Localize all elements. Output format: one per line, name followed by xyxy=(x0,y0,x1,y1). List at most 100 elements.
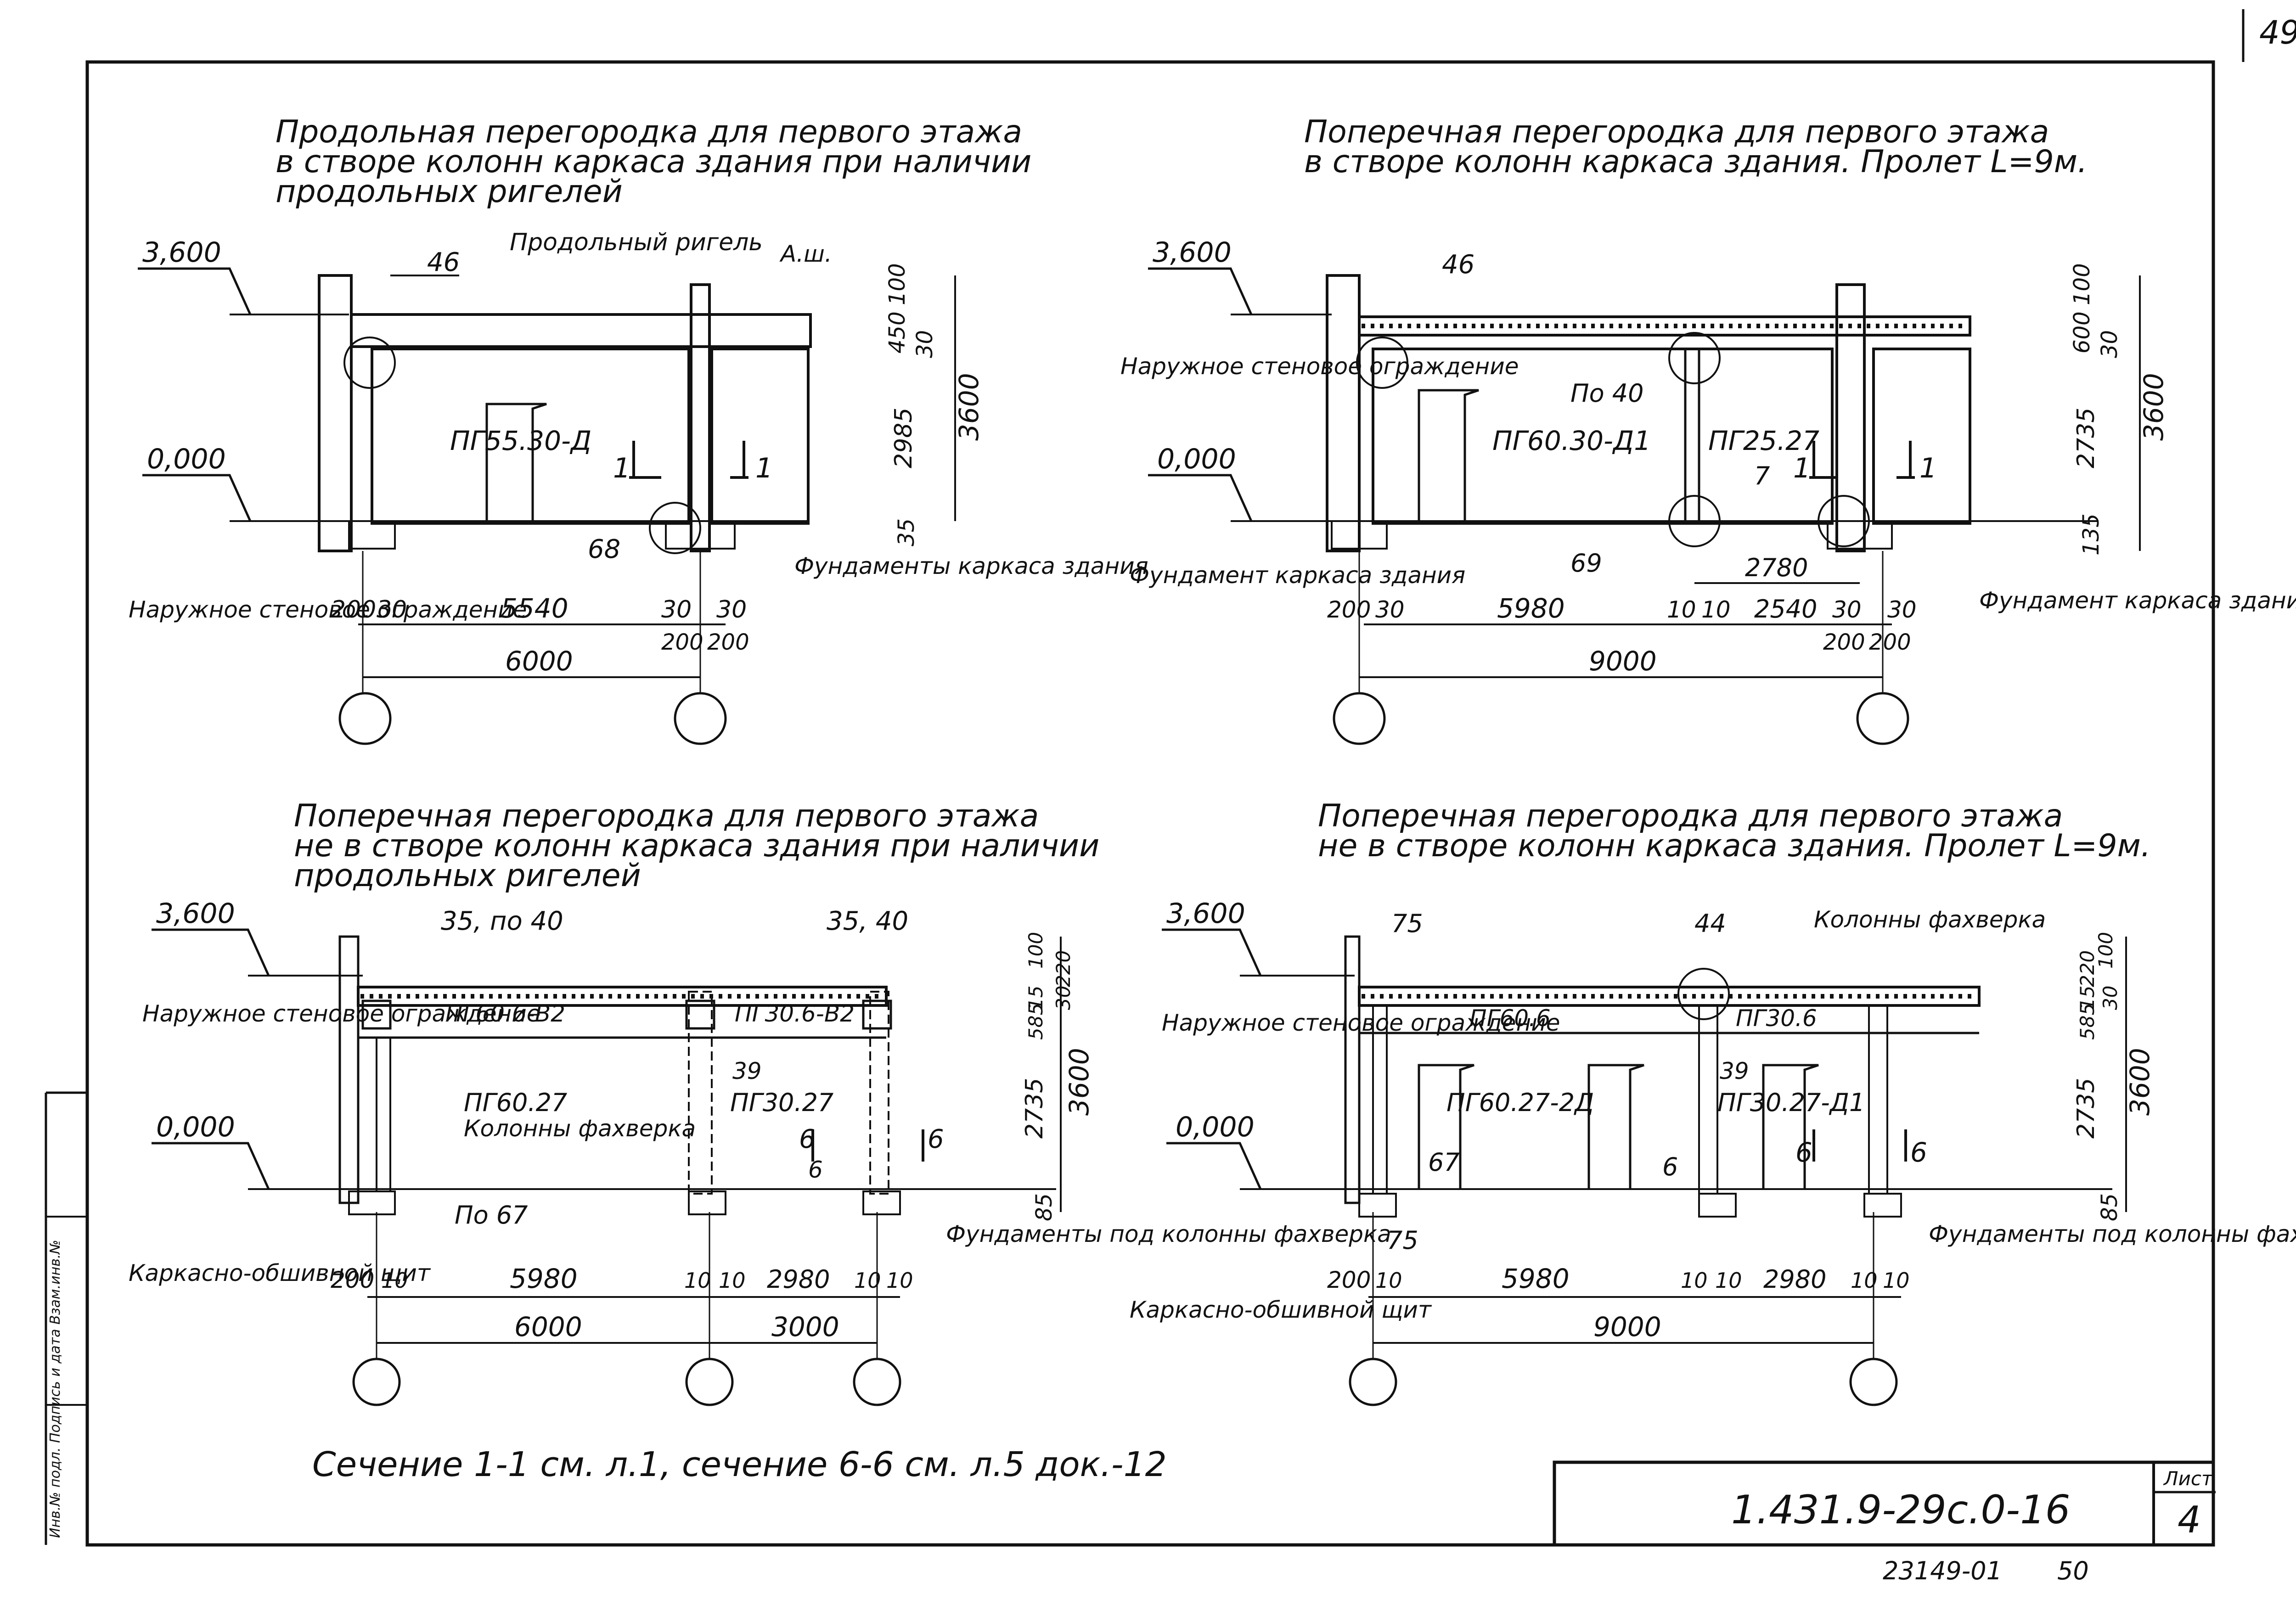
panel3-dim-v-220: 220 xyxy=(1052,950,1075,987)
panel2-dim-10b: 10 xyxy=(1701,596,1731,623)
panel2-dim-10a: 10 xyxy=(1667,596,1696,623)
panel4-level-zero: 0,000 xyxy=(1176,1111,1255,1143)
panel2-dim-2540: 2540 xyxy=(1754,595,1817,623)
panel4-dim-5980: 5980 xyxy=(1502,1263,1570,1294)
panel3-dim-10a: 10 xyxy=(381,1268,408,1293)
sheet-number: 4 xyxy=(2178,1499,2201,1541)
panel2-title-line2: в створе колонн каркаса здания. Пролет L… xyxy=(1304,144,2088,180)
panel2-dim-9000: 9000 xyxy=(1589,646,1657,677)
panel3-section-right: 6 xyxy=(928,1124,944,1154)
panel4-title-line1: Поперечная перегородка для первого этажа xyxy=(1318,798,2063,834)
panel-transverse-partition-off-axis-9m: Поперечная перегородка для первого этажа… xyxy=(1130,798,2296,1406)
panel1-dim-200c: 200 xyxy=(707,629,749,655)
panel1-dim-30a: 30 xyxy=(377,596,407,623)
corner-number: 49 xyxy=(2259,14,2296,51)
panel4-dim-10e: 10 xyxy=(1883,1268,1910,1293)
panel3-dim-v-2735: 2735 xyxy=(1021,1078,1048,1139)
panel4-partition-b: ПГ30.6 xyxy=(1736,1005,1817,1032)
panel4-dim-10b: 10 xyxy=(1681,1268,1708,1293)
panel1-section-left: 1 xyxy=(613,452,630,484)
panel4-dim-2980: 2980 xyxy=(1763,1265,1826,1294)
panel3-callout-po67: По 67 xyxy=(455,1201,528,1229)
panel1-title-line3: продольных ригелей xyxy=(276,174,623,210)
panel3-dim-3000: 3000 xyxy=(771,1311,839,1342)
panel2-section-left: 1 xyxy=(1793,452,1811,484)
panel1-dim-6000: 6000 xyxy=(505,646,573,677)
panel2-level-top: 3,600 xyxy=(1153,236,1232,269)
panel4-partition-d: ПГ30.27-Д1 xyxy=(1717,1088,1865,1117)
panel4-dim-10c: 10 xyxy=(1715,1268,1742,1293)
footer-page: 50 xyxy=(2057,1556,2089,1585)
panel1-section-right: 1 xyxy=(755,452,773,484)
panel1-level-zero: 0,000 xyxy=(147,443,226,475)
panel3-title-line2: не в створе колонн каркаса здания при на… xyxy=(294,828,1099,864)
panel2-callout-69: 69 xyxy=(1570,549,1602,578)
panel3-title-line1: Поперечная перегородка для первого этажа xyxy=(294,798,1039,834)
panel2-dim-v-135: 135 xyxy=(2078,513,2104,556)
panel3-callout-35-po40: 35, по 40 xyxy=(441,906,563,936)
panel4-partition-a: ПГ60.6 xyxy=(1469,1005,1551,1032)
sheet-label: Лист xyxy=(2163,1467,2213,1490)
panel3-partition-c: ПГ60.27 xyxy=(464,1088,567,1117)
panel3-axis-bubble-a xyxy=(352,1358,401,1406)
panel2-dim-v-2735: 2735 xyxy=(2072,408,2100,468)
panel2-partition-a: ПГ60.30-Д1 xyxy=(1492,425,1651,456)
panel3-partition-d: ПГ30.27 xyxy=(730,1088,833,1117)
panel1-dim-v-100: 100 xyxy=(884,263,910,305)
panel3-partition-a: ПГ60.6-В2 xyxy=(445,1000,565,1027)
panel2-partition-b: ПГ25.27 xyxy=(1708,425,1819,456)
panel3-dim-v-100: 100 xyxy=(1024,932,1047,969)
panel-transverse-partition-off-axis: Поперечная перегородка для первого этажа… xyxy=(129,798,1391,1406)
panel2-dim-v-30: 30 xyxy=(2097,330,2122,358)
panel2-section-right: 1 xyxy=(1919,452,1937,484)
panel2-dim-30b: 30 xyxy=(1832,596,1862,623)
panel3-callout-39: 39 xyxy=(732,1058,762,1084)
panel3-dim-5980: 5980 xyxy=(510,1263,578,1294)
panel1-dim-200b: 200 xyxy=(661,629,703,655)
panel3-dim-10b: 10 xyxy=(684,1268,711,1293)
panel3-dim-6000: 6000 xyxy=(514,1311,582,1342)
panel1-dim-200: 200 xyxy=(331,596,376,623)
panel3-title-line3: продольных ригелей xyxy=(294,858,641,894)
sheet-frame: 49 Инв.№ подл. Подпись и дата Взам.инв.№… xyxy=(45,9,2296,1585)
panel1-axis-bubble-a xyxy=(338,692,392,745)
panel2-dim-v-600: 600 xyxy=(2069,311,2095,354)
panel3-dim-10e: 10 xyxy=(886,1268,913,1293)
panel4-label-shield: Каркасно-обшивной щит xyxy=(1130,1297,1432,1323)
panel4-dim-v-30: 30 xyxy=(2099,986,2122,1010)
panel4-dim-v-585: 585 xyxy=(2076,1003,2099,1040)
panel1-callout-ash: А.ш. xyxy=(779,241,832,267)
panel-transverse-partition-9m: Поперечная перегородка для первого этажа… xyxy=(1120,114,2296,745)
panel3-label-foundation: Фундаменты под колонны фахверка xyxy=(946,1221,1391,1247)
panel3-dim-v-3600: 3600 xyxy=(1064,1048,1095,1116)
footer-number: 23149-01 xyxy=(1883,1556,2002,1585)
panel3-partition-b: ПГ30.6-В2 xyxy=(735,1000,855,1027)
panel3-label-wall: Наружное стеновое ограждение xyxy=(142,1000,540,1027)
panel4-dim-9000: 9000 xyxy=(1593,1311,1661,1342)
panel3-level-top: 3,600 xyxy=(156,898,235,930)
panel3-dim-v-15: 15 xyxy=(1024,986,1047,1010)
panel1-label-foundation: Фундаменты каркаса здания xyxy=(794,553,1148,579)
panel4-dim-10a: 10 xyxy=(1375,1268,1402,1293)
panel3-section-left: 6 xyxy=(799,1124,816,1154)
panel2-callout-46: 46 xyxy=(1442,250,1474,280)
panel3-dim-200: 200 xyxy=(331,1267,374,1293)
panel1-callout-46: 46 xyxy=(427,247,460,277)
panel1-dim-v-2985: 2985 xyxy=(890,408,917,468)
panel3-level-zero: 0,000 xyxy=(156,1111,235,1143)
panel1-partition: ПГ55.30-Д xyxy=(450,425,591,456)
panel3-callout-6: 6 xyxy=(808,1156,823,1183)
panel3-dim-10c: 10 xyxy=(719,1268,746,1293)
panel4-dim-v-2735: 2735 xyxy=(2072,1078,2100,1139)
panel2-dim-200: 200 xyxy=(1327,596,1371,623)
panel2-label-wall: Наружное стеновое ограждение xyxy=(1120,353,1519,380)
panel3-dim-v-85: 85 xyxy=(1031,1193,1057,1221)
panel2-axis-bubble-b xyxy=(1856,692,1909,745)
panel3-dim-v-30: 30 xyxy=(1052,986,1075,1010)
panel3-axis-bubble-c xyxy=(853,1358,901,1406)
panel1-callout-rigel: Продольный ригель xyxy=(510,229,763,256)
panel1-level-top: 3,600 xyxy=(142,236,221,269)
panel3-dim-v-585: 585 xyxy=(1024,1003,1047,1040)
panel2-axis-bubble-a xyxy=(1333,692,1386,745)
